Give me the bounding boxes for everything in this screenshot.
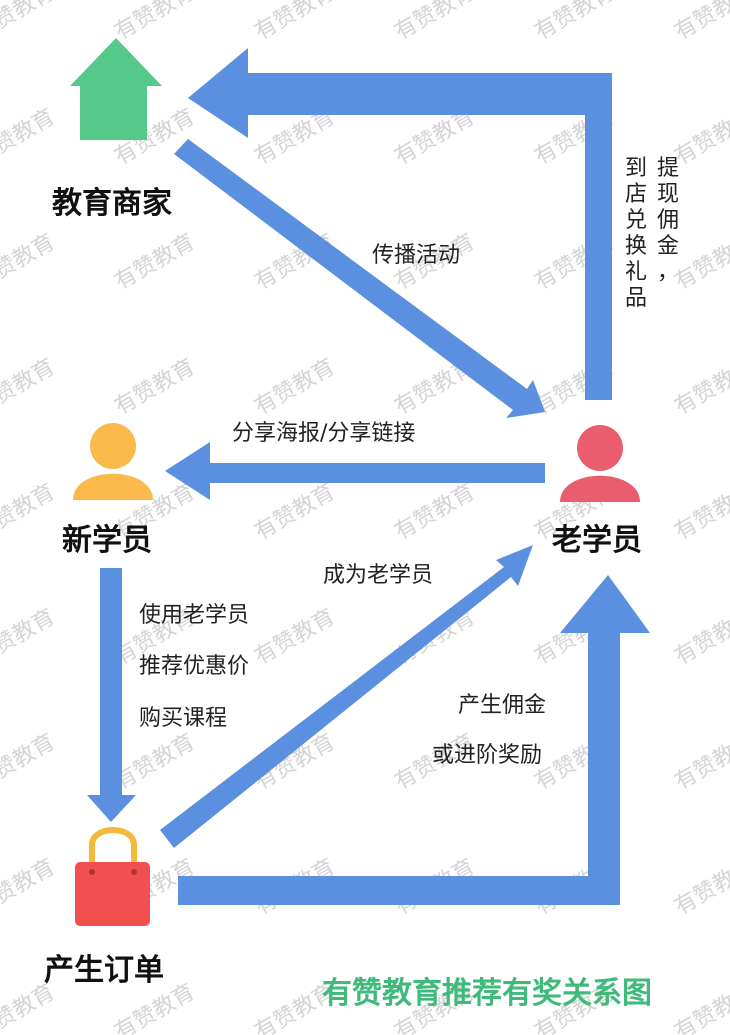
watermark-text: 有赞教育 — [671, 855, 730, 921]
watermark-text: 有赞教育 — [0, 355, 59, 421]
withdraw-label-char: 佣 — [657, 208, 679, 233]
old-student-label: 老学员 — [552, 523, 642, 558]
watermark-text: 有赞教育 — [671, 730, 730, 796]
merchant-node: 教育商家 — [52, 38, 172, 221]
watermark-text: 有赞教育 — [671, 355, 730, 421]
withdraw-label-char: 金 — [657, 234, 679, 259]
withdraw-label-char: 到 — [625, 156, 647, 181]
order-label: 产生订单 — [44, 953, 164, 988]
watermark-text: 有赞教育 — [111, 730, 200, 796]
watermark-text: 有赞教育 — [391, 0, 480, 45]
discount-label-line-3: 购买课程 — [139, 706, 227, 731]
watermark-text: 有赞教育 — [0, 0, 59, 45]
watermark-text: 有赞教育 — [0, 480, 59, 546]
commission-label-line-1: 产生佣金 — [458, 693, 546, 718]
watermark-text: 有赞教育 — [391, 480, 480, 546]
watermark-text: 有赞教育 — [0, 105, 59, 171]
watermark-text: 有赞教育 — [0, 230, 59, 296]
watermark-text: 有赞教育 — [0, 855, 59, 921]
watermark-text: 有赞教育 — [251, 355, 340, 421]
order-node: 产生订单 — [44, 827, 164, 988]
arrow-withdraw — [188, 48, 612, 400]
old-student-node: 老学员 — [552, 425, 642, 558]
diagram-title: 有赞教育推荐有奖关系图 — [322, 976, 652, 1011]
withdraw-label-char: 店 — [625, 182, 647, 207]
watermark-text: 有赞教育 — [111, 230, 200, 296]
arrow-become — [160, 545, 533, 848]
new-student-label: 新学员 — [62, 523, 152, 558]
withdraw-label-char: 品 — [625, 286, 647, 311]
watermark-text: 有赞教育 — [251, 480, 340, 546]
arrow-spread — [174, 139, 545, 418]
merchant-label: 教育商家 — [52, 186, 172, 221]
arrow-commission — [178, 575, 650, 905]
watermark-text: 有赞教育 — [531, 0, 620, 45]
watermark-text: 有赞教育 — [251, 605, 340, 671]
house-icon — [70, 38, 162, 140]
discount-label-line-2: 推荐优惠价 — [139, 654, 249, 679]
watermark-text: 有赞教育 — [111, 355, 200, 421]
arrow-discount — [87, 568, 136, 822]
watermark-text: 有赞教育 — [671, 980, 730, 1035]
watermark-text: 有赞教育 — [671, 230, 730, 296]
withdraw-label-char: 换 — [625, 234, 647, 259]
shopping-bag-icon — [75, 827, 150, 926]
edge-labels: 传播活动 分享海报/分享链接 使用老学员 推荐优惠价 购买课程 成为老学员 产生… — [139, 156, 679, 768]
discount-label-line-1: 使用老学员 — [139, 603, 249, 628]
commission-label-line-2: 或进阶奖励 — [432, 743, 542, 768]
arrows — [87, 48, 650, 905]
become-label: 成为老学员 — [323, 563, 433, 588]
person-icon — [73, 423, 153, 500]
withdraw-label-char: 礼 — [625, 260, 647, 285]
watermark-text: 有赞教育 — [0, 605, 59, 671]
arrow-share — [165, 442, 545, 500]
withdraw-label-char: 兑 — [625, 208, 647, 233]
watermark-text: 有赞教育 — [251, 0, 340, 45]
watermark-text: 有赞教育 — [111, 0, 200, 45]
watermark-text: 有赞教育 — [671, 0, 730, 45]
new-student-node: 新学员 — [62, 423, 153, 558]
withdraw-label-char: 现 — [657, 182, 679, 207]
share-label: 分享海报/分享链接 — [232, 421, 415, 446]
withdraw-label-char: 提 — [657, 156, 679, 181]
person-icon — [560, 425, 640, 502]
watermark-text: 有赞教育 — [0, 730, 59, 796]
withdraw-label-char: ， — [657, 260, 679, 285]
watermark-text: 有赞教育 — [671, 105, 730, 171]
spread-label: 传播活动 — [372, 243, 460, 268]
watermark-text: 有赞教育 — [671, 480, 730, 546]
watermark-text: 有赞教育 — [671, 605, 730, 671]
